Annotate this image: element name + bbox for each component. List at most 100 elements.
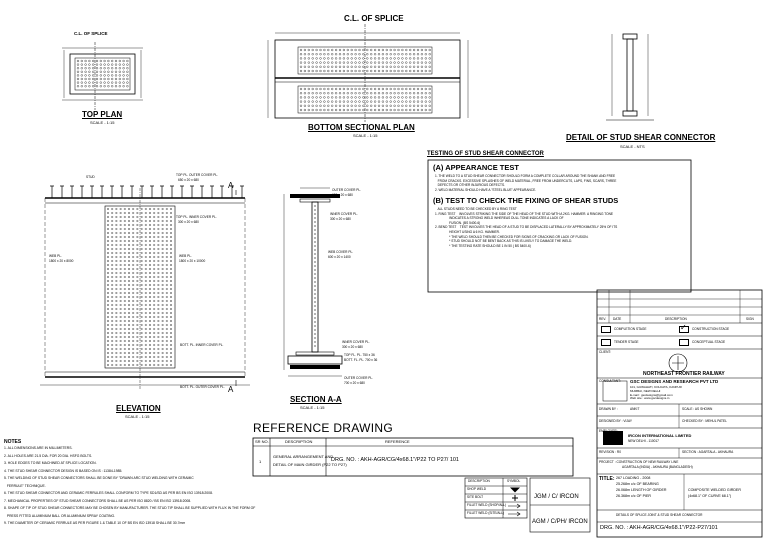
bolt-hole	[311, 48, 314, 52]
bolt-hole	[157, 352, 160, 354]
bolt-hole	[115, 344, 118, 346]
bolt-hole	[107, 300, 109, 302]
bolt-hole	[346, 57, 349, 60]
bolt-hole	[136, 356, 139, 358]
bolt-hole	[144, 352, 147, 354]
bolt-hole	[303, 65, 306, 68]
completion-stage-checkbox[interactable]	[601, 326, 611, 333]
bolt-hole	[389, 104, 392, 107]
tender-stage-checkbox[interactable]	[601, 339, 611, 346]
bolt-hole	[170, 292, 172, 294]
bolt-hole	[136, 216, 139, 218]
bolt-hole	[314, 285, 316, 287]
bolt-hole	[413, 87, 416, 91]
bolt-hole	[123, 344, 126, 346]
bolt-hole	[346, 61, 349, 64]
bolt-hole	[389, 57, 392, 60]
bolt-hole	[132, 260, 135, 262]
bolt-hole	[95, 67, 99, 70]
bolt-hole	[350, 92, 353, 95]
bolt-hole	[136, 224, 139, 226]
bolt-hole	[397, 104, 400, 107]
label-bott-outer: BOTT. PL. OUTER COVER PL.	[180, 385, 225, 389]
bolt-hole	[107, 63, 110, 66]
bolt-hole	[132, 292, 135, 294]
bolt-hole	[122, 81, 125, 84]
bolt-hole	[335, 96, 338, 99]
bolt-hole	[140, 236, 143, 238]
bolt-hole	[314, 269, 316, 271]
bolt-hole	[393, 96, 396, 99]
bolt-hole	[385, 53, 388, 56]
bolt-hole	[123, 268, 126, 270]
bolt-hole	[311, 57, 314, 60]
bolt-hole	[323, 65, 326, 68]
bolt-hole	[327, 57, 330, 60]
bolt-hole	[76, 77, 80, 81]
bolt-hole	[346, 100, 349, 103]
bolt-hole	[107, 236, 109, 238]
bolt-hole	[420, 69, 423, 73]
construction-stage-checkbox[interactable]	[679, 326, 689, 333]
sec-label-outer-b: OUTER COVER PL.	[344, 376, 374, 380]
bolt-hole	[119, 288, 122, 290]
bolt-hole	[132, 348, 135, 350]
bolt-hole	[123, 288, 126, 290]
bolt-hole	[132, 316, 135, 318]
bolt-hole	[161, 212, 164, 214]
bolt-hole	[123, 308, 126, 310]
bolt-hole	[331, 61, 334, 64]
checked-by: CHECKED BY : MEHUL PATEL	[682, 419, 727, 423]
bolt-hole	[80, 67, 83, 70]
bolt-hole	[122, 59, 125, 63]
bolt-hole	[416, 100, 420, 103]
bolt-hole	[153, 252, 156, 254]
bolt-hole	[144, 212, 147, 214]
bolt-hole	[413, 100, 416, 103]
bolt-hole	[346, 87, 349, 91]
bolt-hole	[315, 87, 318, 91]
bolt-hole	[153, 260, 156, 262]
bolt-hole	[307, 69, 310, 73]
bolt-hole	[123, 340, 126, 342]
bolt-hole	[153, 280, 156, 282]
bolt-hole	[132, 284, 135, 286]
employer-label: EMPLOYER:	[599, 429, 618, 433]
bolt-hole	[374, 53, 377, 56]
bolt-hole	[99, 67, 102, 70]
bolt-hole	[413, 53, 416, 56]
bolt-hole	[119, 356, 122, 358]
bolt-hole	[136, 220, 139, 222]
bolt-hole	[165, 232, 168, 234]
bolt-hole	[299, 92, 303, 95]
bolt-hole	[107, 224, 109, 226]
bolt-hole	[170, 344, 172, 346]
bolt-hole	[103, 70, 106, 73]
bolt-hole	[136, 272, 139, 274]
bolt-hole	[377, 87, 381, 91]
bolt-hole	[157, 224, 160, 226]
bolt-hole	[157, 292, 160, 294]
bolt-hole	[95, 70, 99, 73]
bolt-hole	[157, 276, 160, 278]
bolt-hole	[111, 292, 114, 294]
bolt-hole	[370, 87, 373, 91]
bolt-hole	[161, 332, 164, 334]
bolt-hole	[161, 220, 164, 222]
conceptual-stage-checkbox[interactable]	[679, 339, 689, 346]
section-mark-top: A	[228, 181, 234, 190]
bolt-hole	[170, 320, 172, 322]
bolt-hole	[80, 63, 83, 66]
bolt-hole	[161, 340, 164, 342]
rev-header-date: DATE	[613, 317, 622, 321]
bolt-hole	[123, 320, 126, 322]
bolt-hole	[362, 96, 365, 99]
bolt-hole	[153, 292, 156, 294]
bolt-hole	[303, 48, 306, 52]
text-line: 8. SHAPE OF TIP OF STUD SHEAR CONNECTORS…	[4, 506, 256, 510]
bolt-hole	[170, 360, 172, 362]
bolt-hole	[123, 264, 126, 266]
bolt-hole	[136, 276, 139, 278]
bolt-hole	[153, 236, 156, 238]
